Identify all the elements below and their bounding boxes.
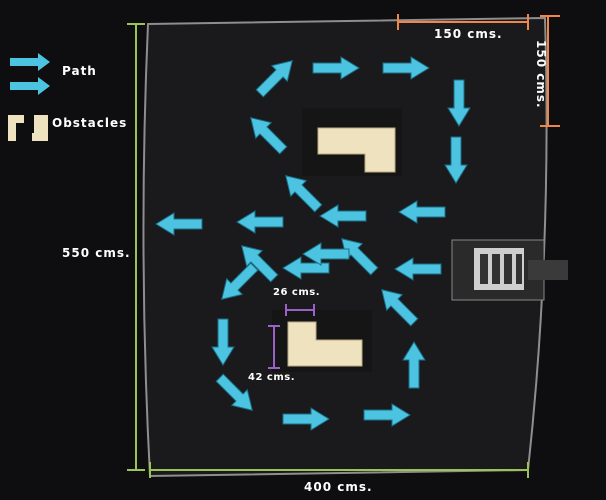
grid-height-label: 150 cms. [534, 40, 548, 109]
robot [452, 240, 568, 300]
obstacle-width-label: 26 cms. [273, 287, 320, 298]
grid-width-label: 150 cms. [434, 27, 503, 41]
legend-obstacle-icon [8, 115, 48, 141]
obstacle-bottom [272, 310, 372, 372]
obstacle-top [302, 108, 402, 176]
field-height-label: 550 cms. [62, 246, 131, 260]
legend-obstacles-label: Obstacles [52, 116, 127, 130]
legend-path-label: Path [62, 64, 97, 78]
obstacle-height-label: 42 cms. [248, 372, 295, 383]
field-width-label: 400 cms. [304, 480, 373, 494]
legend-path-arrows [10, 53, 50, 95]
